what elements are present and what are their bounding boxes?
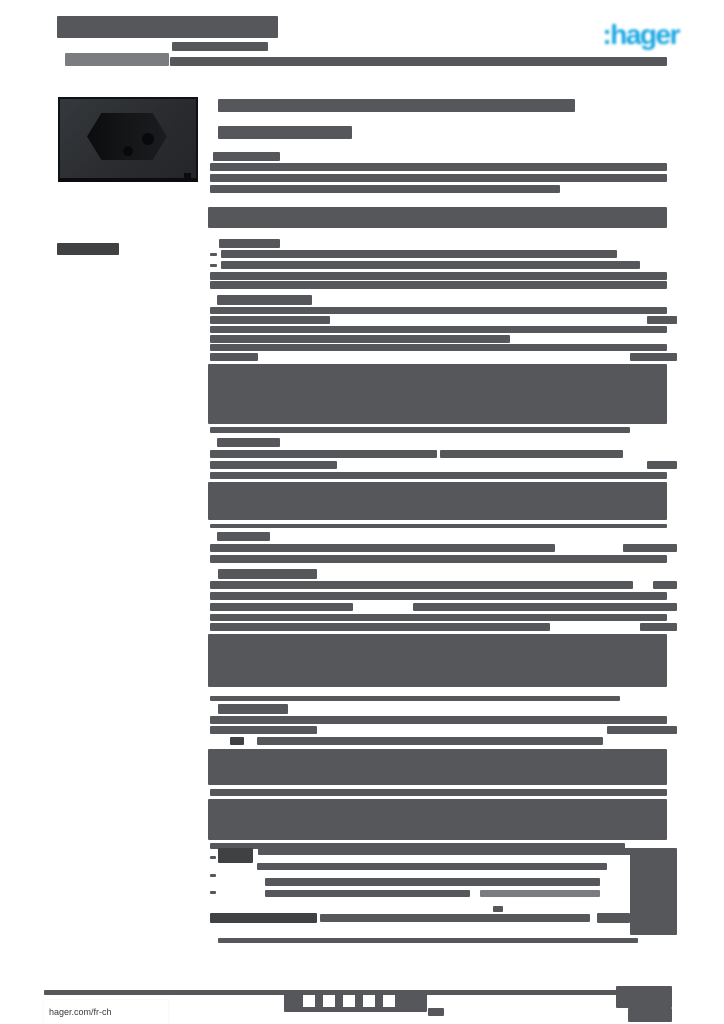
social-icon[interactable] [383,995,395,1007]
footer-right-block-2 [628,1008,672,1022]
row-label [210,726,317,734]
text-block [208,364,667,424]
row-line [210,555,667,563]
row-line [210,344,667,351]
section-header [218,569,317,579]
bullet-dash [210,891,216,894]
section-header [217,295,312,305]
row-line [210,843,625,849]
social-icon[interactable] [303,995,315,1007]
separator-thick-bar [208,207,667,228]
section-header [217,532,270,541]
product-photo [58,97,198,182]
row-label [210,581,633,589]
row-line [210,524,667,528]
footer-tail-mark [428,1008,444,1016]
socket-pin-hole [142,133,154,145]
footer-link-box: hager.com/fr-ch [44,1000,168,1024]
section-header [217,438,280,447]
footnote-line [480,890,600,897]
row-value [653,581,677,589]
inline-chip [230,737,244,745]
row-label [210,316,330,324]
bullet-dash [210,856,216,859]
row-line [210,335,510,343]
footnote-mark [493,906,503,912]
footer-right-block [616,986,672,1008]
footnote-line [265,890,470,897]
social-icon[interactable] [343,995,355,1007]
hager-logo: :hager [602,19,680,50]
row-label [210,623,550,631]
title-line-1 [57,16,278,38]
product-name-bar [218,99,575,112]
footnote-line [320,914,590,922]
row-value [630,353,677,361]
photo-corner-mark [184,173,191,178]
row-value [640,623,677,631]
row-line [210,592,667,600]
footnote-cluster [210,913,317,923]
bullet-dash [210,264,217,267]
section-header [219,239,280,248]
title-line-2 [172,42,268,51]
row-line [210,326,667,333]
text-block [208,799,667,840]
social-icon[interactable] [323,995,335,1007]
footnote-chip [597,913,630,923]
product-ref-bar [218,126,352,139]
row-line [210,307,667,314]
bottom-line [218,938,638,943]
row-line [210,696,620,701]
row-value [607,726,677,734]
footnote-label [218,848,253,863]
bullet-dash [210,874,216,877]
list-line [221,250,617,258]
row-label [210,461,337,469]
row-value [647,461,677,469]
bullet-dash [210,253,217,256]
product-caption-bar [213,152,280,161]
side-block [630,853,677,935]
social-icon[interactable] [363,995,375,1007]
text-block [208,634,667,687]
row-line [210,614,667,621]
description-line [210,185,560,193]
section-header [218,704,288,714]
footnote-line [258,848,677,855]
row-value [413,603,677,611]
description-line [210,174,667,182]
text-block [208,482,667,520]
website-link[interactable]: hager.com/fr-ch [49,1007,112,1017]
row-line [210,789,667,796]
header-rule [170,57,667,66]
row-line [210,716,667,724]
row-label [210,450,437,458]
row-line [210,427,630,433]
row-line [257,737,603,745]
row-value [440,450,623,458]
row-value [647,316,677,324]
list-line [210,272,667,280]
text-block [208,749,667,785]
list-line [221,261,640,269]
footnote-line [257,863,607,870]
row-label [210,603,353,611]
socket-pin-hole [123,146,133,156]
row-label [210,353,258,361]
footnote-line [265,878,600,886]
list-line [210,281,667,289]
title-line-3 [65,53,169,66]
row-label [210,544,555,552]
row-line [210,472,667,479]
description-line [210,163,667,171]
row-value [623,544,677,552]
margin-label [57,243,119,255]
